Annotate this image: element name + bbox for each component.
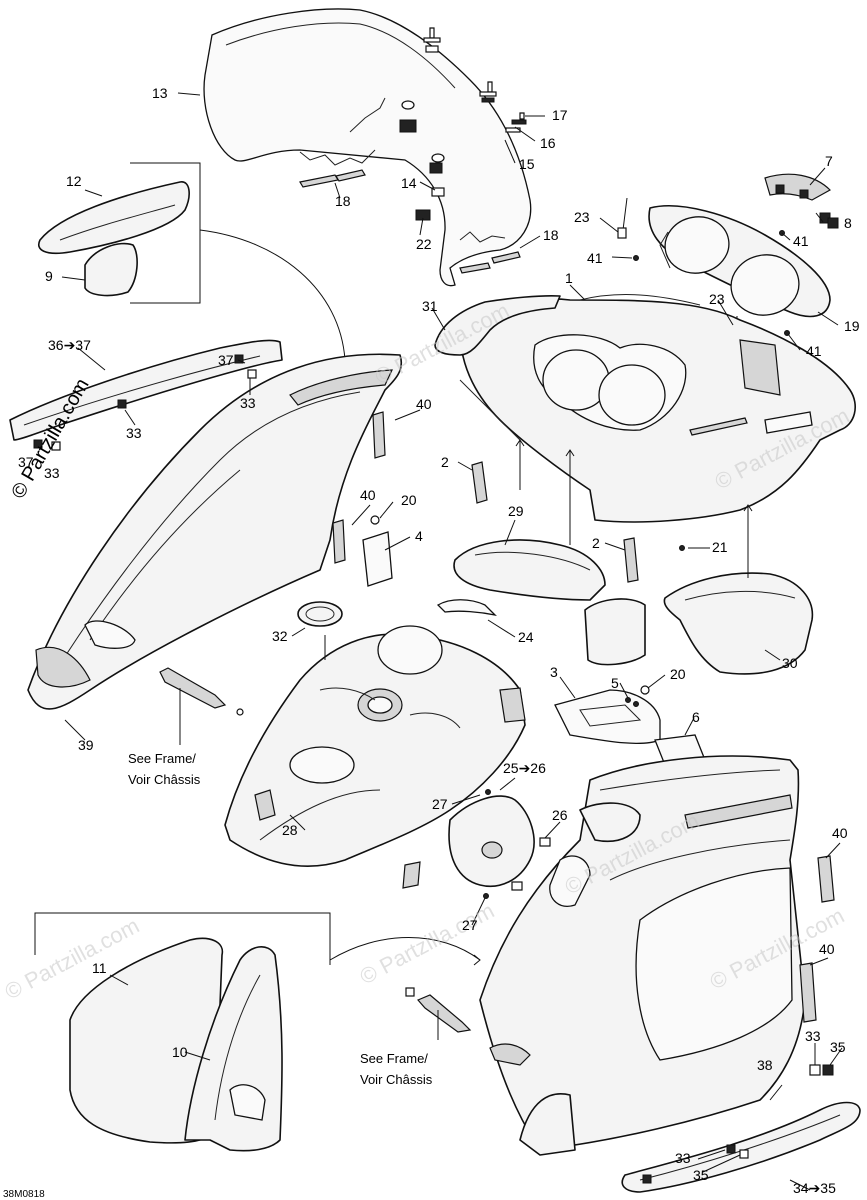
callout: 41 bbox=[587, 250, 603, 266]
trim-piece-31 bbox=[434, 295, 561, 356]
component-25-26 bbox=[448, 789, 551, 899]
gasket-ring-32 bbox=[297, 601, 343, 627]
see-frame-note-lower-line2: Voir Châssis bbox=[360, 1072, 433, 1087]
callout: 40 bbox=[416, 396, 432, 412]
callout: 13 bbox=[152, 85, 168, 101]
callout: 2 bbox=[441, 454, 449, 470]
callout: 16 bbox=[540, 135, 556, 151]
callout: 23 bbox=[709, 291, 725, 307]
callout: 23 bbox=[574, 209, 590, 225]
callout: 9 bbox=[45, 268, 53, 284]
callout: 41 bbox=[793, 233, 809, 249]
callout: 33 bbox=[126, 425, 142, 441]
callout: 41 bbox=[806, 343, 822, 359]
assembly-arrows bbox=[324, 439, 753, 660]
callout: 8 bbox=[844, 215, 852, 231]
callout: 18 bbox=[335, 193, 351, 209]
drawing-code: 38M0818 bbox=[3, 1189, 45, 1200]
callout: 33 bbox=[240, 395, 256, 411]
callout-leaders bbox=[61, 92, 843, 1191]
callout: 27 bbox=[462, 917, 478, 933]
bracket-assembly-3 bbox=[554, 685, 706, 766]
callout: 33 bbox=[44, 465, 60, 481]
callout: 33 bbox=[675, 1150, 691, 1166]
callout: 19 bbox=[844, 318, 860, 334]
handle-see-frame-upper bbox=[159, 667, 244, 745]
callout: 35 bbox=[693, 1167, 709, 1183]
callout: 32 bbox=[272, 628, 288, 644]
callout: 39 bbox=[78, 737, 94, 753]
callout: 6 bbox=[692, 709, 700, 725]
callout: 15 bbox=[519, 156, 535, 172]
gauge-bezel-part bbox=[617, 173, 839, 336]
callout: 28 bbox=[282, 822, 298, 838]
callout: 40 bbox=[360, 487, 376, 503]
side-panel-left bbox=[9, 339, 403, 710]
callout: 5 bbox=[611, 675, 619, 691]
callout: 12 bbox=[66, 173, 82, 189]
storage-tray-29 bbox=[453, 539, 646, 666]
callout: 21 bbox=[712, 539, 728, 555]
callout: 38 bbox=[757, 1057, 773, 1073]
callout: 1 bbox=[565, 270, 573, 286]
callout: 20 bbox=[401, 492, 417, 508]
trim-24 bbox=[436, 599, 497, 617]
callout: 4 bbox=[415, 528, 423, 544]
see-frame-notes: See Frame/ Voir Châssis See Frame/ Voir … bbox=[3, 751, 433, 1200]
callout: 10 bbox=[172, 1044, 188, 1060]
callout: 29 bbox=[508, 503, 524, 519]
callout: 31 bbox=[422, 298, 438, 314]
callout: 36➔37 bbox=[48, 337, 91, 353]
callout: 22 bbox=[416, 236, 432, 252]
callout: 3 bbox=[550, 664, 558, 680]
see-frame-note-upper-line2: Voir Châssis bbox=[128, 772, 201, 787]
callout: 34➔35 bbox=[793, 1180, 836, 1196]
side-panel-right bbox=[329, 755, 861, 1193]
callout: 17 bbox=[552, 107, 568, 123]
callout: 35 bbox=[830, 1039, 846, 1055]
see-frame-note-lower-line1: See Frame/ bbox=[360, 1051, 428, 1066]
callout: 33 bbox=[805, 1028, 821, 1044]
windshield-hardware bbox=[299, 27, 527, 274]
callout: 26 bbox=[552, 807, 568, 823]
handle-see-frame-lower bbox=[405, 987, 472, 1040]
callout: 11 bbox=[92, 960, 107, 976]
callout: 37 bbox=[218, 352, 234, 368]
callout: 40 bbox=[832, 825, 848, 841]
callouts: 13 17 16 15 12 14 18 22 18 7 8 23 41 41 … bbox=[18, 85, 860, 1196]
callout: 30 bbox=[782, 655, 798, 671]
callout: 18 bbox=[543, 227, 559, 243]
callout: 27 bbox=[432, 796, 448, 812]
tank-cover-28 bbox=[224, 625, 526, 889]
console-part bbox=[459, 294, 856, 523]
callout: 20 bbox=[670, 666, 686, 682]
callout: 14 bbox=[401, 175, 417, 191]
callout: 24 bbox=[518, 629, 534, 645]
see-frame-note-upper-line1: See Frame/ bbox=[128, 751, 196, 766]
brackets-mid bbox=[362, 461, 685, 587]
callout: 37 bbox=[18, 454, 34, 470]
windshield-part bbox=[203, 8, 532, 287]
callout: 25➔26 bbox=[503, 760, 546, 776]
callout: 40 bbox=[819, 941, 835, 957]
side-pocket-30 bbox=[663, 572, 814, 675]
callout: 2 bbox=[592, 535, 600, 551]
inset-box-lower bbox=[34, 912, 331, 1152]
callout: 7 bbox=[825, 153, 833, 169]
watermark-lower-mid: © Partzilla.com bbox=[356, 898, 499, 990]
